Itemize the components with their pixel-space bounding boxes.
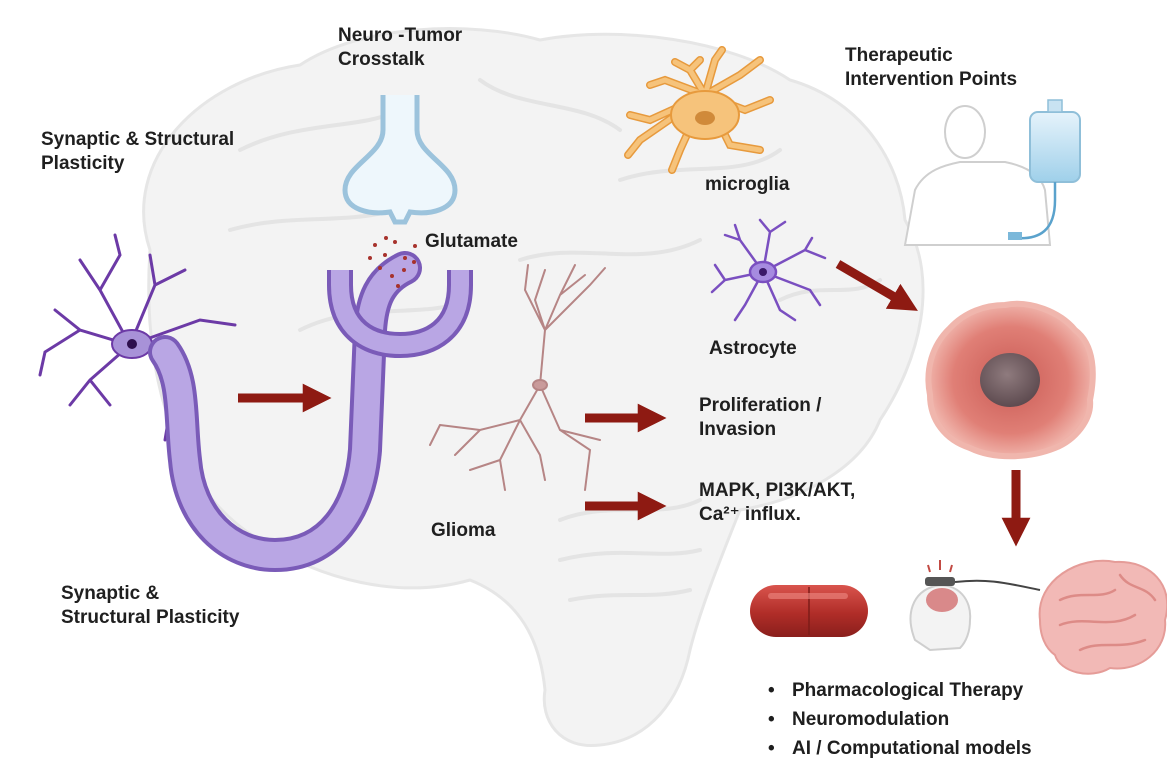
therapy-item: AI / Computational models [768, 734, 1032, 763]
signaling-label: MAPK, PI3K/AKT,Ca²⁺ influx. [699, 480, 856, 525]
glioma-label: Glioma [431, 520, 496, 541]
glutamate-label: Glutamate [425, 231, 518, 252]
astrocyte-label: Astrocyte [709, 338, 797, 359]
therapy-item: Neuromodulation [768, 705, 1032, 734]
plasticity-bottom-label: Synaptic &Structural Plasticity [61, 583, 240, 628]
brain-icon [1038, 559, 1167, 675]
tumor-icon [925, 300, 1096, 460]
microglia-label: microglia [705, 174, 790, 195]
proliferation-label: Proliferation /Invasion [699, 395, 822, 440]
synapse-icon [148, 95, 473, 573]
therapy-item: Pharmacological Therapy [768, 676, 1032, 705]
microglia-icon [624, 46, 774, 174]
glioma-cell-icon [429, 264, 606, 491]
arrows [238, 260, 1031, 547]
astrocyte-icon [710, 218, 827, 322]
head-stimulation-icon [909, 560, 1041, 652]
arrow-astrocyte-to-tumor [835, 260, 918, 311]
capsule-icon [750, 585, 868, 637]
therapy-list: Pharmacological Therapy Neuromodulation … [768, 676, 1032, 763]
patient-iv-icon [903, 99, 1081, 246]
glutamate-particles [368, 236, 417, 288]
